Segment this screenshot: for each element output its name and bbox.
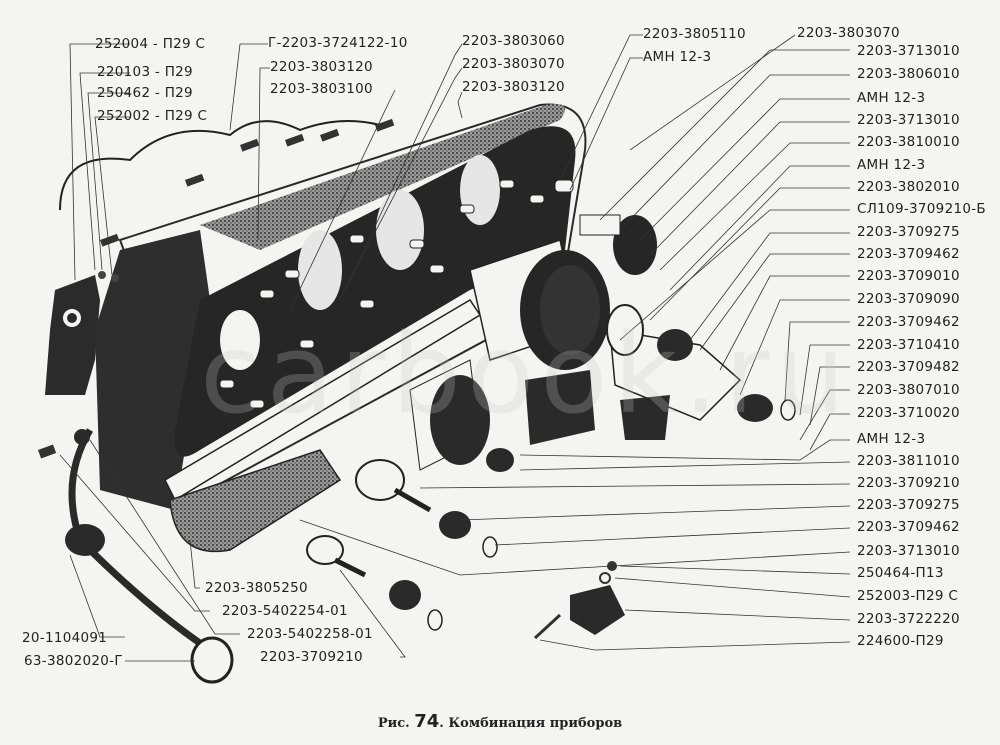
part-label: 2203-3709275 (857, 224, 960, 240)
lens (427, 609, 443, 631)
lower-tray (169, 449, 342, 553)
part-label: АМН 12-3 (857, 431, 926, 447)
part-label: 2203-3803070 (462, 56, 565, 72)
part-label: 2203-5402258-01 (247, 626, 373, 642)
switch-block (525, 370, 595, 445)
tachometer-gauge (430, 375, 490, 465)
part-label: 2203-3803060 (462, 33, 565, 49)
knob (389, 580, 421, 610)
part-label: 2203-3803100 (270, 81, 373, 97)
part-label: 252002 - П29 С (97, 108, 208, 124)
part-label: 2203-3709090 (857, 291, 960, 307)
bulb-sockets (219, 179, 574, 409)
part-label: 2203-3806010 (857, 66, 960, 82)
part-label: 2203-3710410 (857, 337, 960, 353)
part-label: 252004 - П29 С (95, 36, 206, 52)
part-label: 2203-3713010 (857, 543, 960, 559)
part-label: 2203-3710020 (857, 405, 960, 421)
part-label: 220103 - П29 (97, 64, 193, 80)
watermark: carbook.ru (200, 310, 852, 438)
wiring-harness (59, 120, 381, 211)
part-label: 2203-3709010 (857, 268, 960, 284)
washer (111, 274, 119, 282)
lens (482, 536, 498, 558)
screw (533, 613, 562, 640)
gauge-hole (460, 155, 500, 225)
part-label: 2203-3803070 (797, 25, 900, 41)
part-label: 2203-3709462 (857, 519, 960, 535)
washer (98, 271, 106, 279)
gauge-hole (220, 310, 260, 370)
part-label: 2203-3709482 (857, 359, 960, 375)
leader-lines (59, 34, 851, 662)
part-label: 2203-3709275 (857, 497, 960, 513)
part-label: 2203-3709462 (857, 246, 960, 262)
grommet (65, 524, 105, 556)
part-label: 2203-3805110 (643, 26, 746, 42)
part-label: 2203-3709210 (857, 475, 960, 491)
part-label: 2203-3713010 (857, 112, 960, 128)
rheostat (355, 459, 405, 501)
side-bracket (45, 275, 100, 395)
part-label: 2203-3713010 (857, 43, 960, 59)
part-label: 2203-3709462 (857, 314, 960, 330)
caption-text: . Комбинация приборов (439, 716, 623, 731)
part-label: 250462 - П29 (97, 85, 193, 101)
part-label: 2203-3807010 (857, 382, 960, 398)
part-label: 2203-3811010 (857, 453, 960, 469)
part-label: 250464-П13 (857, 565, 944, 581)
housing-visor (200, 104, 565, 250)
hazard-switch (570, 585, 625, 635)
part-label: Г-2203-3724122-10 (268, 35, 408, 51)
wire-terminals (100, 118, 395, 247)
part-label: 2203-3803120 (270, 59, 373, 75)
gauge-hole (298, 230, 342, 310)
part-label: 2203-3810010 (857, 134, 960, 150)
part-label: АМН 12-3 (643, 49, 712, 65)
part-label: СЛ109-3709210-Б (857, 201, 986, 217)
knob (439, 511, 471, 539)
pin (38, 444, 57, 459)
part-label: АМН 12-3 (857, 90, 926, 106)
part-label: 2203-3805250 (205, 580, 308, 596)
part-label: 2203-5402254-01 (222, 603, 348, 619)
small-gauge (613, 215, 657, 275)
part-label: 2203-3802010 (857, 179, 960, 195)
part-label: АМН 12-3 (857, 157, 926, 173)
lighter-knob (486, 448, 514, 472)
caption-number: 74 (414, 711, 440, 732)
part-label: 2203-3709210 (260, 649, 363, 665)
switch-knob (657, 329, 693, 361)
gauge-hole (376, 190, 424, 270)
part-label: 252003-П29 С (857, 588, 959, 604)
figure-caption: Рис. 74. Комбинация приборов (0, 711, 1000, 732)
part-label: 224600-П29 (857, 633, 944, 649)
part-label: 2203-3803120 (462, 79, 565, 95)
cable-nut (190, 636, 234, 684)
part-label: 20-1104091 (22, 630, 108, 646)
part-label: 63-3802020-Г (24, 653, 123, 669)
lens-ring (780, 399, 796, 421)
part-label: 2203-3722220 (857, 611, 960, 627)
potentiometer (306, 535, 344, 565)
switch-knob (737, 394, 773, 422)
caption-prefix: Рис. (377, 716, 410, 731)
